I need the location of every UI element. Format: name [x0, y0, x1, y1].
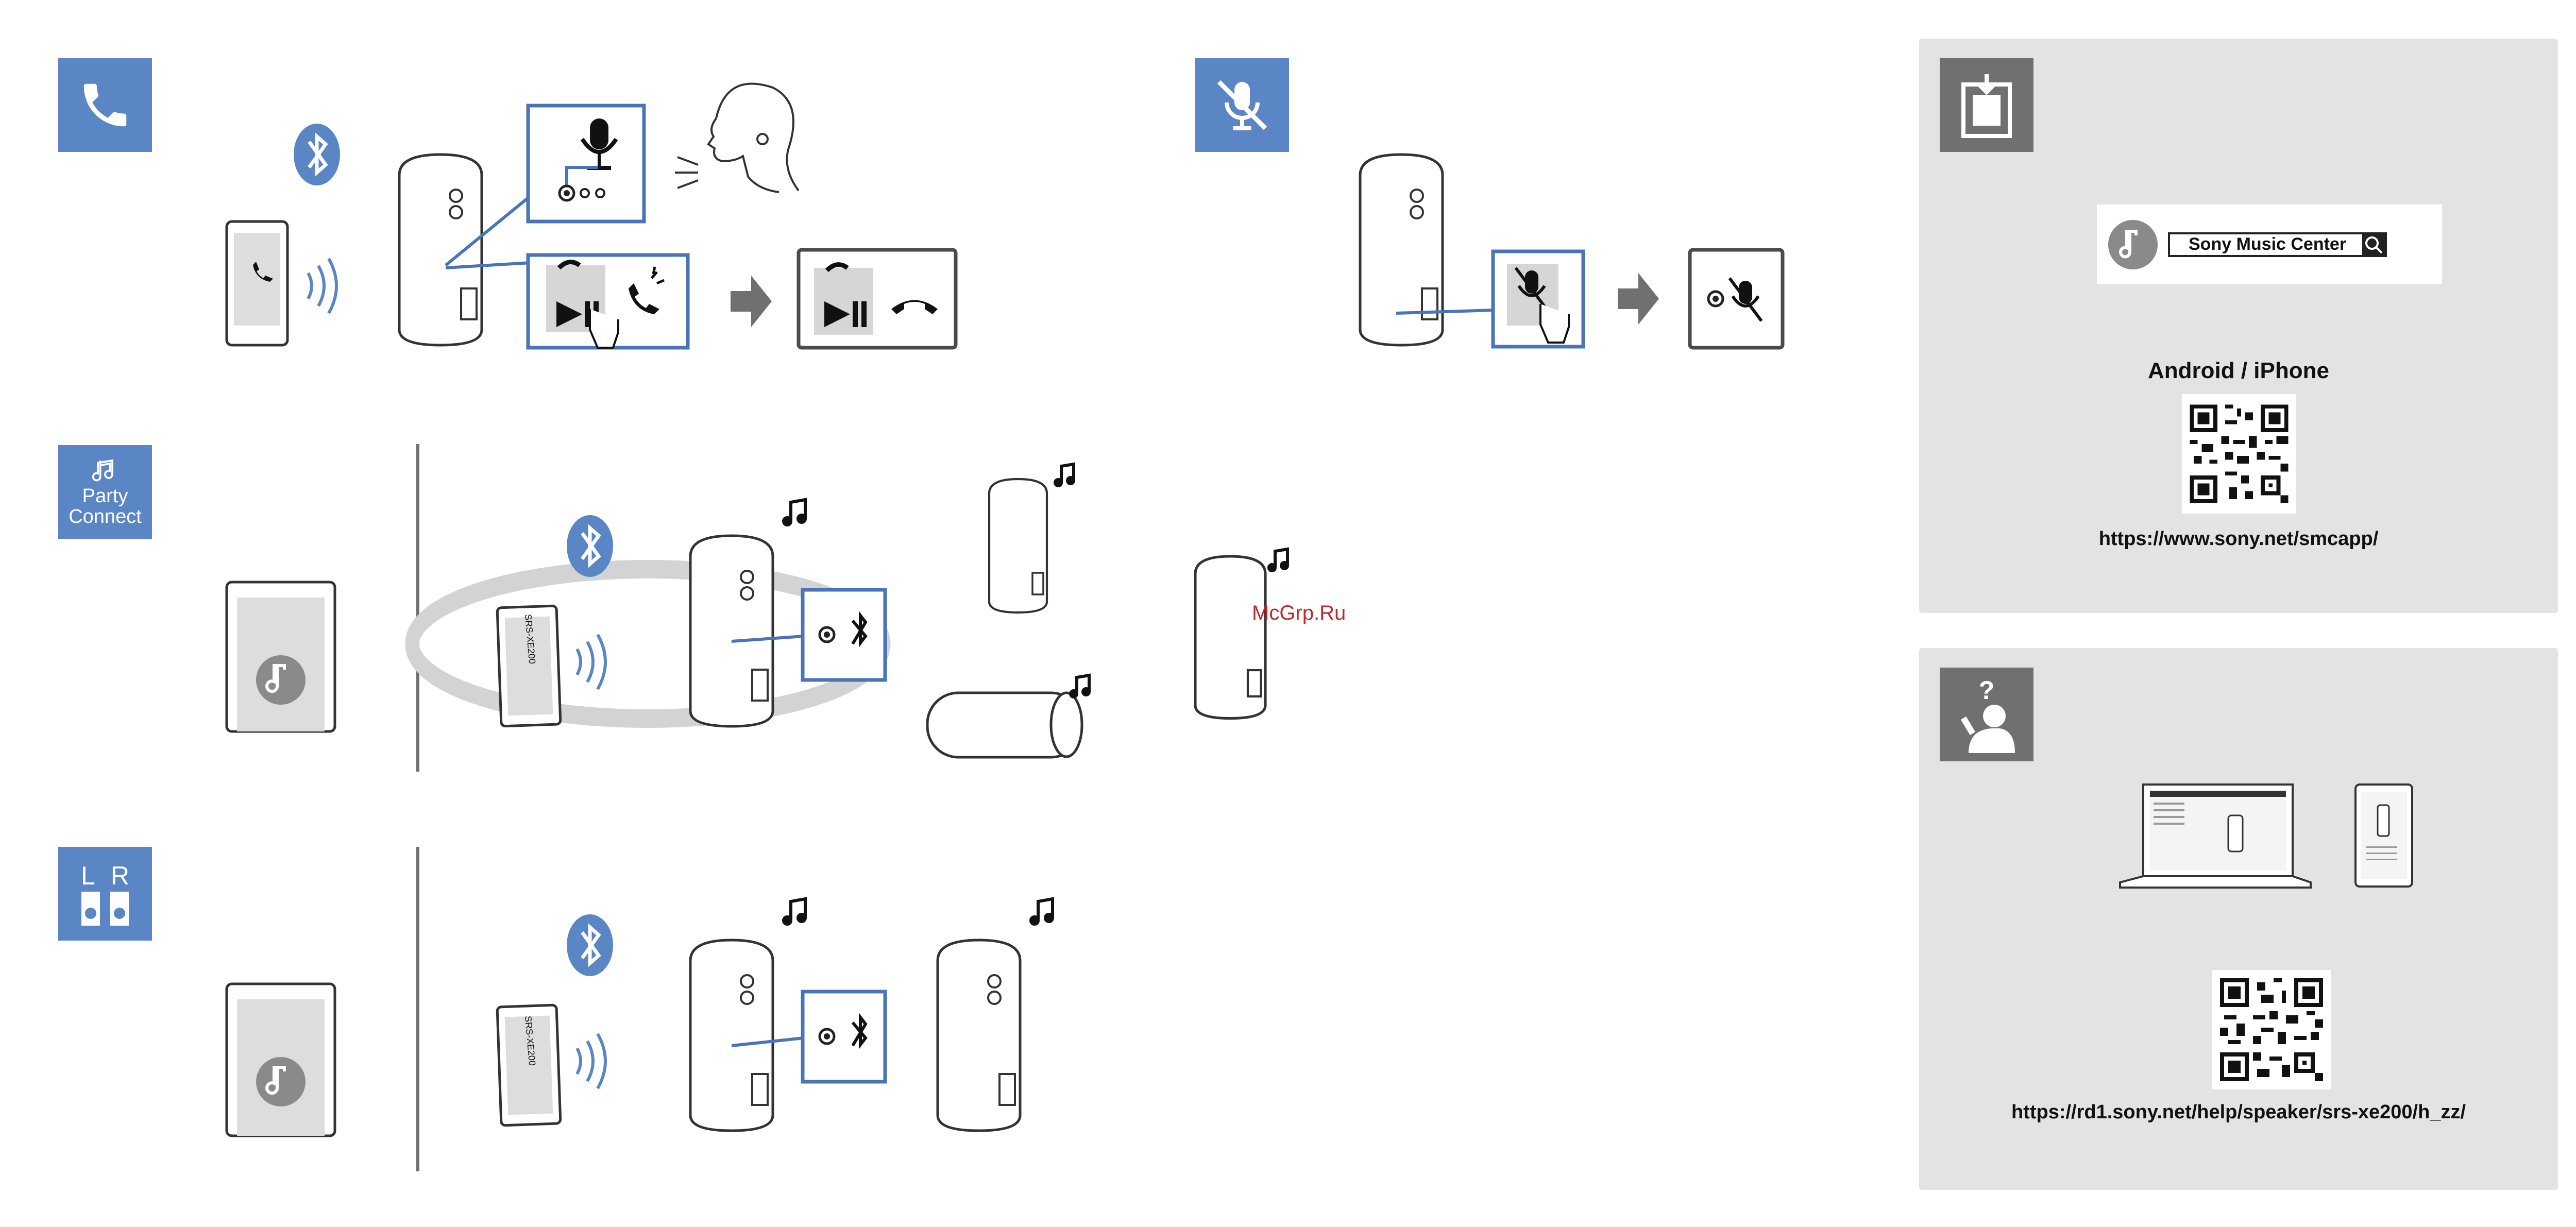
speaker — [989, 479, 1047, 612]
app-panel: Sony Music Center Android / iPhone https… — [1919, 39, 2558, 613]
party-label-line2: Connect — [69, 506, 142, 527]
speaker-lying — [927, 693, 1082, 757]
speakers-icon: LR — [81, 861, 145, 891]
music-notes — [784, 899, 1053, 924]
svg-text:?: ? — [1979, 676, 1995, 705]
party-connect-badge: Party Connect — [58, 445, 152, 539]
help-devices-illustration — [2120, 779, 2414, 913]
stereo-pair-badge: LR — [58, 847, 152, 941]
smartphone — [227, 221, 287, 345]
music-app-icon — [256, 655, 306, 705]
call-illustration — [216, 62, 989, 371]
left-label: L — [81, 861, 111, 890]
speech-lines — [675, 157, 698, 188]
person-head — [708, 84, 799, 193]
signal-waves — [308, 259, 336, 313]
music-note-icon — [90, 457, 121, 486]
mute-illustration — [1355, 149, 1819, 366]
search-input[interactable]: Sony Music Center — [2168, 232, 2387, 257]
download-app-icon — [1940, 58, 2033, 152]
arrow-right-icon — [1618, 273, 1659, 325]
download-app-glyph — [1958, 72, 2015, 139]
bluetooth-icon — [567, 914, 613, 976]
speaker-pair-graphic — [74, 891, 136, 927]
speaker — [690, 536, 773, 726]
watermark: McGrp.Ru — [1252, 602, 1346, 625]
right-label: R — [111, 861, 145, 890]
speaker — [399, 155, 482, 345]
arrow-right-icon — [731, 276, 772, 327]
speaker — [938, 940, 1020, 1131]
music-app-icon — [256, 1057, 306, 1106]
signal-waves — [577, 635, 605, 689]
party-connect-illustration — [216, 453, 1401, 783]
help-panel: ? https:// — [1919, 648, 2558, 1190]
phone-icon — [77, 77, 133, 133]
signal-waves — [577, 1034, 605, 1088]
bluetooth-icon — [294, 124, 340, 185]
music-center-app-icon — [2108, 220, 2158, 269]
help-url[interactable]: https://rd1.sony.net/help/speaker/srs-xe… — [1919, 1101, 2558, 1123]
stereo-pair-illustration — [216, 855, 1144, 1164]
mute-section-badge — [1195, 58, 1289, 152]
help-qr-code[interactable] — [2212, 970, 2331, 1089]
app-qr-code[interactable] — [2182, 394, 2296, 514]
speaker — [1360, 155, 1443, 345]
speaker — [1195, 556, 1265, 719]
platform-label: Android / iPhone — [1919, 358, 2558, 384]
speaker — [690, 940, 773, 1131]
search-text: Sony Music Center — [2189, 234, 2346, 254]
mic-mute-icon — [1211, 74, 1273, 136]
app-store-search: Sony Music Center — [2097, 204, 2442, 284]
party-label-line1: Party — [82, 486, 128, 506]
bluetooth-icon — [567, 515, 613, 577]
question-person-icon: ? — [1940, 668, 2033, 761]
app-url[interactable]: https://www.sony.net/smcapp/ — [1919, 528, 2558, 550]
call-section-badge — [58, 58, 152, 152]
question-person-glyph: ? — [1953, 676, 2020, 753]
search-icon[interactable] — [2362, 233, 2385, 256]
